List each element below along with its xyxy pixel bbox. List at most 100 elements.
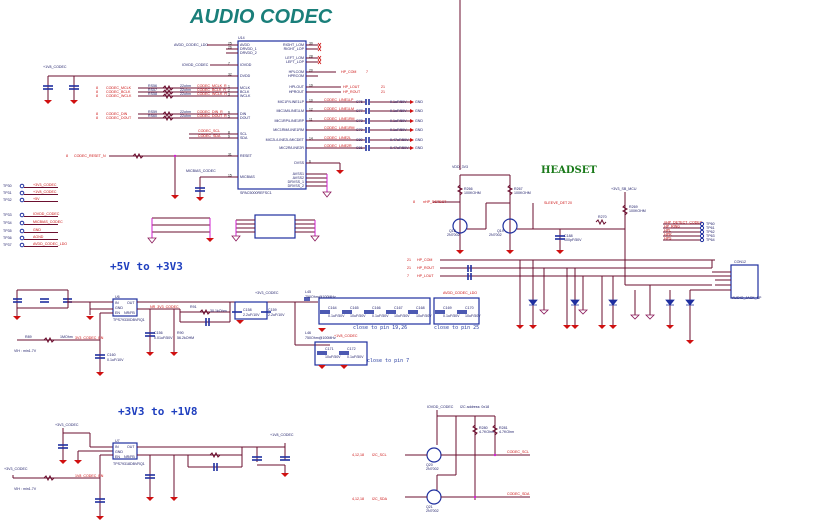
svg-text:2.2uF/10V: 2.2uF/10V xyxy=(268,313,285,317)
testpoint-net: nHP_DETECT_CODEC xyxy=(664,221,703,225)
codec-gpio-block xyxy=(231,214,320,242)
testpoint-icon xyxy=(19,220,25,226)
testpoint[interactable]: TP31+1V8_CODEC xyxy=(3,190,58,196)
testpoint-net: GND xyxy=(33,228,41,232)
codec-pin-name: DRVSS_2 xyxy=(288,184,304,188)
cap-ref: C164 xyxy=(328,306,337,310)
section-5v-to-3v3: +5V to +3V3 xyxy=(110,260,183,273)
testpoint-net: MICBIAS_CODEC xyxy=(33,220,63,224)
close-to-note-3: close to pin 7 xyxy=(367,358,409,364)
cap-value: 0.1uF/50V xyxy=(443,314,460,318)
codec-pin-name: MICBIAS xyxy=(240,175,255,179)
gnd-symbol xyxy=(666,325,674,329)
cap-value: 0.47uF/50V xyxy=(390,146,409,150)
cap-value: 0.1uF/50V xyxy=(390,100,407,104)
net-name: CODEC_WCLK_R xyxy=(197,92,227,96)
cap-value: 0.1uF/50V xyxy=(390,128,407,132)
cap-ref: C76 xyxy=(356,100,363,104)
testpoint-ref: TP35 xyxy=(3,229,12,233)
codec-part: SPAC5000REFSC1 xyxy=(240,191,272,195)
svg-text:+3V3_CODEC: +3V3_CODEC xyxy=(55,423,79,427)
resistor-ref: RS60 xyxy=(148,114,157,118)
codec-pin-num: 20 xyxy=(309,68,313,72)
svg-text:21: 21 xyxy=(407,266,411,270)
gnd-symbol xyxy=(529,325,537,329)
svg-text:NR_3V3_CODEC: NR_3V3_CODEC xyxy=(150,305,179,309)
mosfet-q20 xyxy=(426,447,442,463)
codec-left-pins: AVDD25DRVDD_126DRVDD_2IOVDD7DVDD32MCLK1B… xyxy=(226,41,257,179)
svg-text:IN: IN xyxy=(115,445,119,449)
codec-pin-num: 15 xyxy=(228,173,232,177)
cap-value: 0.1uF/50V xyxy=(390,119,407,123)
svg-text:HP_COM: HP_COM xyxy=(417,258,432,262)
svg-text:C156: C156 xyxy=(154,331,163,335)
codec-pin-name: IOVDD xyxy=(240,63,252,67)
codec-pin-num: 7 xyxy=(228,61,230,65)
audio-jack[interactable] xyxy=(730,264,759,299)
i2c-sda-net[interactable]: I2C_SDA xyxy=(372,497,388,501)
svg-text:+3V3_SB_MCU: +3V3_SB_MCU xyxy=(611,187,637,191)
svg-text:GND: GND xyxy=(115,450,123,454)
gnd-symbol xyxy=(598,325,606,329)
svg-text:OUT: OUT xyxy=(127,445,135,449)
testpoint-ref: TP61 xyxy=(706,226,715,230)
signal-name[interactable]: CODEC_DIN xyxy=(106,112,128,116)
svg-text:3V3_CODEC_EN: 3V3_CODEC_EN xyxy=(75,336,104,340)
svg-text:21: 21 xyxy=(407,258,411,262)
dvdd-decap-2 xyxy=(69,76,79,104)
codec-pin-num: 6 xyxy=(309,159,311,163)
gnd-label: GND xyxy=(415,128,423,132)
svg-text:R91: R91 xyxy=(190,305,197,309)
codec-pin-name: AVDD xyxy=(240,43,250,47)
signal-name[interactable]: CODEC_WCLK xyxy=(106,94,132,98)
signal-name[interactable]: CODEC_DOUT xyxy=(106,116,132,120)
svg-text:1V8_CODEC_EN: 1V8_CODEC_EN xyxy=(75,474,104,478)
cap-value: 10uF/50V xyxy=(465,314,481,318)
reset-net[interactable]: CODEC_RESET_N xyxy=(74,154,106,158)
testpoint[interactable]: TP32+5V xyxy=(3,197,58,203)
tvs-diode-icon xyxy=(685,299,695,306)
codec-ic[interactable]: U14 SPAC5000REFSC1 AVDD25DRVDD_126DRVDD_… xyxy=(226,36,322,195)
codec-pin-name: BCLK xyxy=(240,90,250,94)
svg-text:7: 7 xyxy=(366,70,368,74)
avdd-net-label: AVDD_CODEC_LDO xyxy=(174,43,208,47)
signal-ref: 8 xyxy=(96,116,98,120)
signal-ref: 8 xyxy=(96,94,98,98)
testpoint-ref: TP33 xyxy=(3,213,12,217)
codec-pin-name: DVSS xyxy=(294,161,304,165)
svg-text:U7: U7 xyxy=(115,439,120,443)
svg-text:56.2kOHM: 56.2kOHM xyxy=(177,336,194,340)
testpoint-net: +1V8_CODEC xyxy=(33,190,57,194)
svg-text:0.01uF/50V: 0.01uF/50V xyxy=(154,336,173,340)
svg-text:+3V3_CODEC: +3V3_CODEC xyxy=(255,291,279,295)
codec-pin-name: MCLK xyxy=(240,86,251,90)
signal-name[interactable]: CODEC_BCLK xyxy=(106,90,131,94)
testpoint-ref: TP62 xyxy=(706,230,715,234)
svg-text:Q20: Q20 xyxy=(426,463,433,467)
close-to-note-2: close to pin 25 xyxy=(434,325,479,331)
testpoint[interactable]: TP35 GND xyxy=(3,228,58,234)
codec-pin-num: 2 xyxy=(228,88,230,92)
cap-ref: C172 xyxy=(347,347,356,351)
signal-name[interactable]: CODEC_MCLK xyxy=(106,86,132,90)
resistor-value: 22ohm xyxy=(180,84,191,88)
headset-detect-circuit: VDD_3V3 8 nHP_DETECT SLEEVE_DET 20 +3V3_… xyxy=(413,0,712,286)
net-name: CODEC_BCLK_R xyxy=(197,88,226,92)
codec-pin-name: MIC1RP/LINE1RP xyxy=(274,119,304,123)
codec-pin-name: HPLOUT xyxy=(289,85,304,89)
close-to-note-1: close to pin 19,26 xyxy=(353,325,407,331)
i2c-scl-net[interactable]: I2C_SCL xyxy=(372,453,387,457)
testpoint[interactable]: TP30+3V3_CODEC xyxy=(3,183,58,189)
